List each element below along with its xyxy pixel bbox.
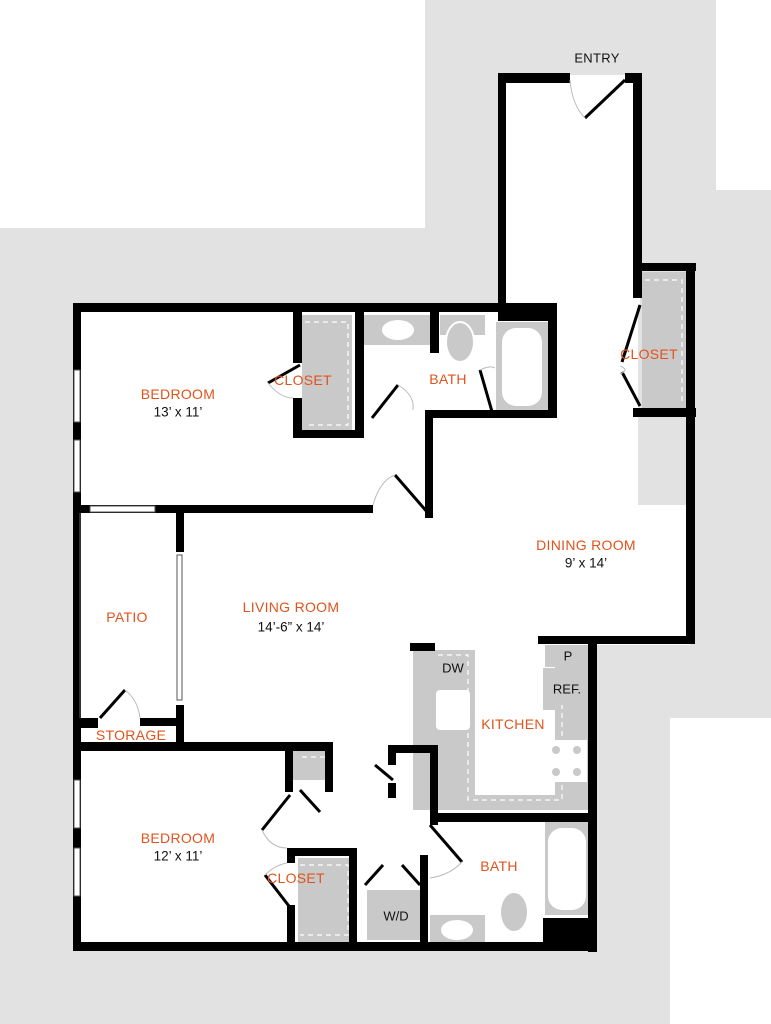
refrigerator-label: REF. xyxy=(552,681,582,697)
closet-2-name: CLOSET xyxy=(267,870,325,886)
living-room-name: LIVING ROOM xyxy=(242,599,340,615)
storage-name: STORAGE xyxy=(95,727,167,743)
closet-2-shelf xyxy=(298,858,353,943)
shelf-lines xyxy=(300,279,683,936)
entry-label: ENTRY xyxy=(574,50,620,66)
closet-1-name: CLOSET xyxy=(274,372,332,388)
bath-1-sink xyxy=(382,320,414,340)
closet-1-shelf xyxy=(302,315,352,430)
cooktop-burners xyxy=(552,746,581,776)
bath-2-sink xyxy=(441,920,473,940)
dining-room-name: DINING ROOM xyxy=(536,537,636,553)
entry-closet-shelf xyxy=(642,272,687,412)
kitchen-name: KITCHEN xyxy=(481,716,545,732)
cooktop xyxy=(547,740,587,782)
dishwasher-label: DW xyxy=(442,660,464,676)
fixture-details xyxy=(382,320,587,940)
bath-2-toilet xyxy=(499,891,529,933)
windows xyxy=(73,369,183,897)
refrigerator xyxy=(543,668,590,710)
bed2-small-closet-shelf xyxy=(292,750,327,780)
entry-closet-name: CLOSET xyxy=(620,346,678,362)
kitchen-sink xyxy=(436,690,470,730)
site-cutout xyxy=(670,718,771,1024)
patio-name: PATIO xyxy=(106,609,148,625)
bath-1-tub-basin xyxy=(502,328,542,406)
pantry-label: P xyxy=(563,648,573,664)
walls xyxy=(73,73,696,952)
bedroom-2-size: 12’ x 11’ xyxy=(153,848,203,864)
bath-1-name: BATH xyxy=(429,371,467,387)
washer-dryer xyxy=(367,890,425,940)
washer-dryer-label: W/D xyxy=(383,908,409,924)
pantry xyxy=(545,645,590,667)
bedroom-1-size: 13’ x 11’ xyxy=(153,404,203,420)
toilets xyxy=(445,321,529,933)
bath-2-name: BATH xyxy=(480,858,518,874)
bedroom-2-name: BEDROOM xyxy=(140,830,216,846)
dining-room-size: 9’ x 14’ xyxy=(564,555,608,571)
bedroom-1-name: BEDROOM xyxy=(140,386,216,402)
bath-2-tub-basin xyxy=(548,828,586,910)
door-swings xyxy=(124,79,626,879)
bath-1-toilet xyxy=(445,321,475,363)
doors xyxy=(98,78,642,911)
living-room-size: 14’-6” x 14’ xyxy=(257,619,325,635)
